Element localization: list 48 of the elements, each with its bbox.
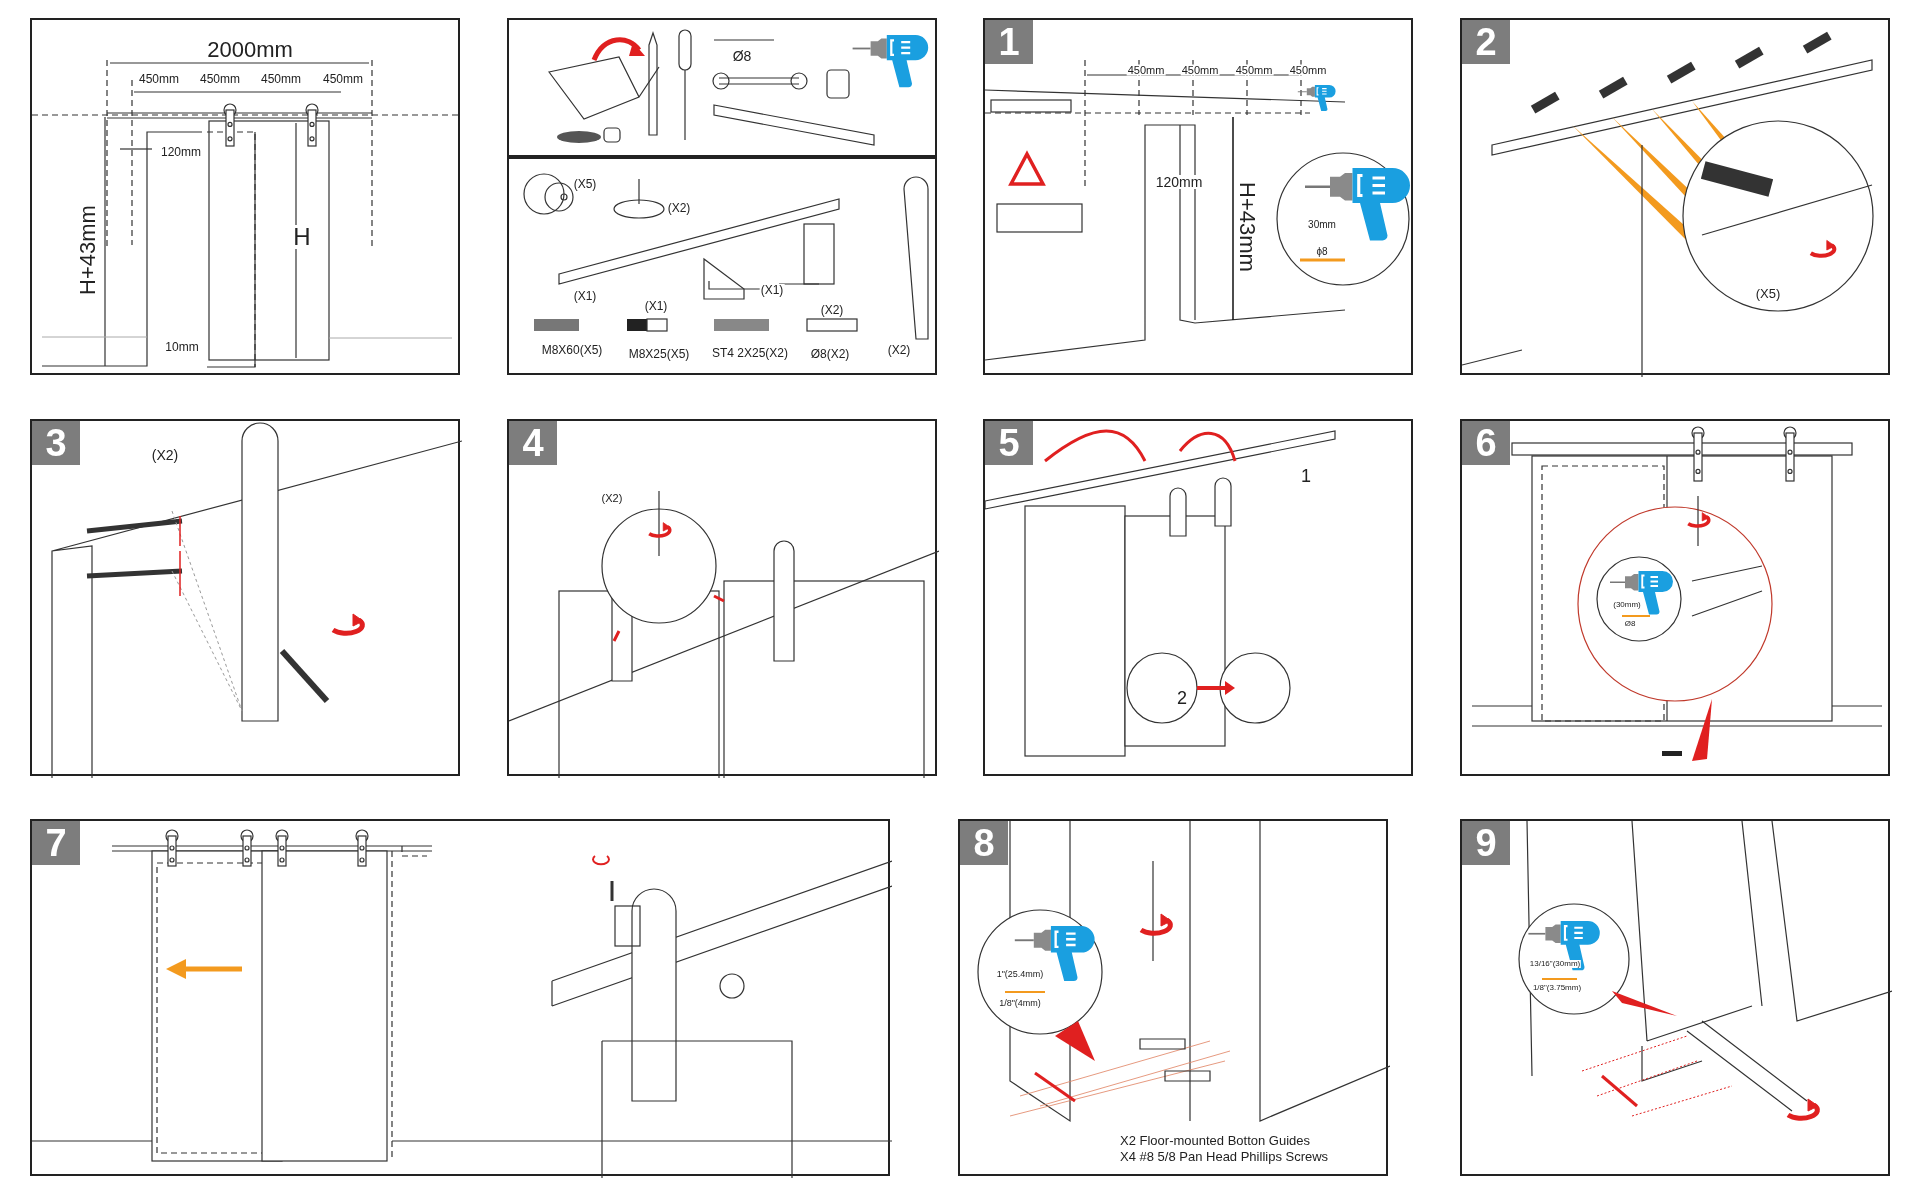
panel-label: 450mm	[1180, 64, 1220, 76]
panel-label: 1"(25.4mm)	[995, 969, 1045, 979]
panel-label: 450mm	[1234, 64, 1274, 76]
panel-label: ϕ8	[1315, 247, 1329, 257]
panel-label: 450mm	[138, 73, 180, 85]
panel-label: (X2)	[150, 448, 180, 462]
panel-label: (X2)	[666, 202, 692, 214]
panel-label: 1/8"(4mm)	[998, 998, 1042, 1008]
step-number: 3	[32, 421, 80, 465]
step-number: 9	[1462, 821, 1510, 865]
panel-label: 1/8"(3.75mm)	[1531, 984, 1583, 992]
panel-label: (30mm)	[1612, 601, 1642, 609]
panel-label: 1	[1300, 467, 1312, 485]
panel-label: 13/16"(30mm)	[1528, 960, 1582, 968]
panel-label: 2	[1176, 689, 1188, 707]
panel-label: Ø8(X2)	[809, 348, 851, 360]
panel-label: 120mm	[1154, 175, 1204, 189]
step-number: 8	[960, 821, 1008, 865]
panel-label: 450mm	[199, 73, 241, 85]
panel-label: (X2)	[886, 344, 912, 356]
panel-label: M8X60(X5)	[540, 344, 604, 356]
step-number: 1	[985, 20, 1033, 64]
panel-label: 10mm	[164, 341, 200, 353]
panel-label: (X1)	[572, 290, 598, 302]
step-number: 4	[509, 421, 557, 465]
panel-label: (X5)	[572, 178, 598, 190]
panel-label: 120mm	[160, 146, 202, 158]
panel-label: (X2)	[600, 492, 624, 504]
panel-label: Ø8	[731, 49, 753, 63]
panel-label: (X1)	[643, 300, 669, 312]
panel-label: 450mm	[1288, 64, 1328, 76]
panel-label: Ø8	[1623, 620, 1637, 628]
panel-label: X2 Floor-mounted Botton Guides	[1119, 1133, 1312, 1147]
step-number: 5	[985, 421, 1033, 465]
panel-label: (X1)	[759, 284, 785, 296]
panel-label: M8X25(X5)	[627, 348, 691, 360]
step-number: 2	[1462, 20, 1510, 64]
panel-label: X4 #8 5/8 Pan Head Phillips Screws	[1119, 1149, 1330, 1163]
step-number: 6	[1462, 421, 1510, 465]
panel-label: 450mm	[322, 73, 364, 85]
panel-label: 30mm	[1307, 220, 1337, 230]
panel-label: (X2)	[819, 304, 845, 316]
panel-label: 450mm	[1126, 64, 1166, 76]
panel-label: H	[292, 225, 312, 249]
panel-label: 450mm	[260, 73, 302, 85]
panel-label: (X5)	[1754, 286, 1782, 300]
panel-label: ST4 2X25(X2)	[711, 347, 789, 359]
step-number: 7	[32, 821, 80, 865]
